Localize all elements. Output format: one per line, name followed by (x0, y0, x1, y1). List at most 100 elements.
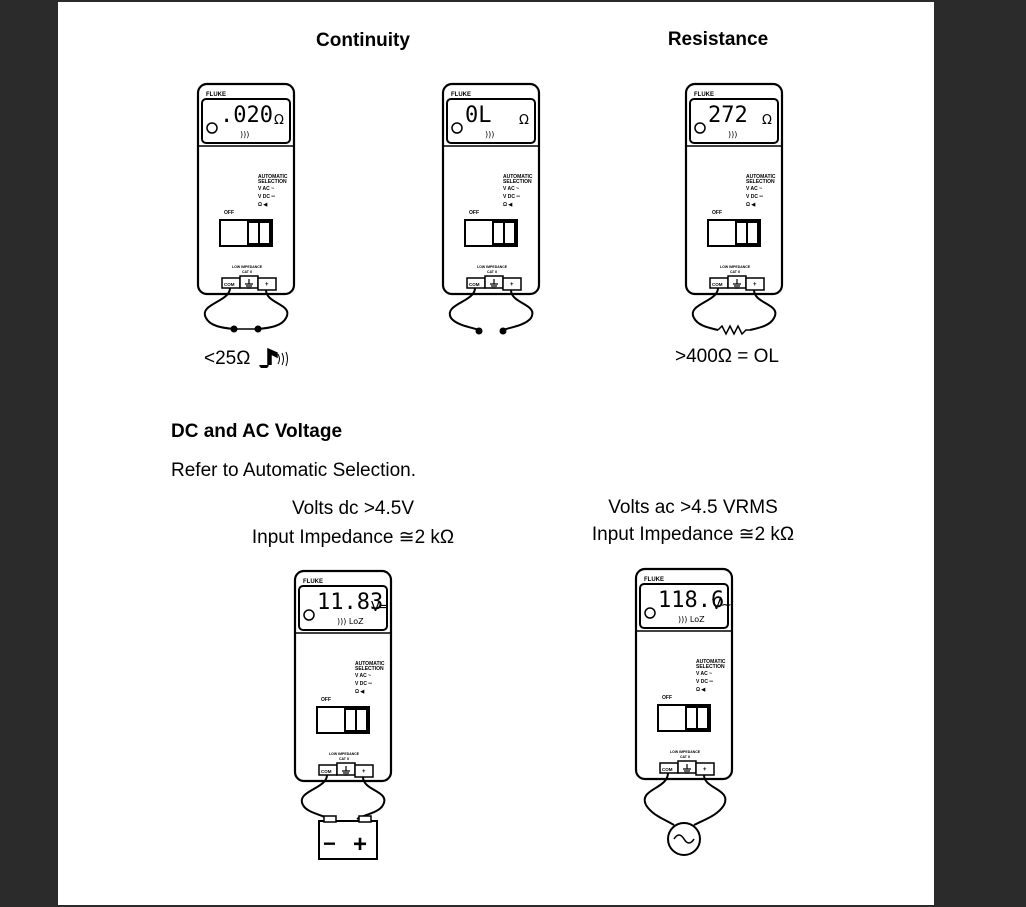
lcd-reading: 11.83 (317, 590, 383, 615)
test-leads (691, 287, 777, 331)
test-leads (448, 287, 534, 331)
beeper-icon (258, 347, 288, 369)
dc-spec-line2: Input Impedance ≅2 kΩ (251, 527, 455, 548)
lcd-sub: ))) (485, 130, 494, 139)
vac-label: V AC ~ (503, 186, 519, 192)
svg-text:+: + (753, 282, 757, 288)
svg-text:SELECTION: SELECTION (355, 666, 384, 672)
hazard-icon (303, 609, 315, 621)
off-label: OFF (469, 210, 479, 216)
svg-text:SELECTION: SELECTION (503, 179, 532, 185)
lcd-sub: ))) LoZ (337, 617, 364, 626)
lcd-display (298, 585, 388, 631)
lcd-display (689, 98, 779, 144)
svg-text:CAT II: CAT II (680, 755, 690, 759)
lcd-display (201, 98, 291, 144)
auto-selection-label: AUTOMATIC (355, 661, 385, 667)
auto-selection-label: AUTOMATIC (503, 174, 533, 180)
battery-minus: − (323, 831, 336, 856)
lcd-reading: .020 (220, 103, 273, 128)
off-label: OFF (321, 697, 331, 703)
svg-text:+: + (703, 767, 707, 773)
lcd-reading: 272 (708, 103, 748, 128)
low-impedance-label: LOW IMPEDANCE (670, 750, 701, 754)
low-impedance-label: LOW IMPEDANCE (232, 265, 263, 269)
brand-logo: FLUKE (206, 92, 226, 98)
svg-text:SELECTION: SELECTION (746, 179, 775, 185)
vac-label: V AC ~ (696, 671, 712, 677)
hazard-icon (206, 122, 218, 134)
low-impedance-label: LOW IMPEDANCE (477, 265, 508, 269)
svg-text:SELECTION: SELECTION (696, 664, 725, 670)
ac-spec-line1: Volts ac >4.5 VRMS (608, 497, 778, 518)
svg-text:SELECTION: SELECTION (258, 179, 287, 185)
ohm-label: Ω ◀ (503, 202, 512, 208)
svg-text:CAT II: CAT II (730, 270, 740, 274)
voltage-heading: DC and AC Voltage (171, 421, 343, 442)
resistance-title: Resistance (667, 29, 769, 50)
auto-selection-label: AUTOMATIC (746, 174, 776, 180)
vdc-label: V DC ═ (258, 194, 275, 200)
svg-text:CAT II: CAT II (242, 270, 252, 274)
svg-text:CAT II: CAT II (487, 270, 497, 274)
continuity-title: Continuity (316, 30, 410, 51)
vac-label: V AC ~ (355, 673, 371, 679)
vdc-label: V DC ═ (746, 194, 763, 200)
ohm-label: Ω ◀ (258, 202, 267, 208)
svg-text:+: + (362, 769, 366, 775)
off-label: OFF (224, 210, 234, 216)
brand-logo: FLUKE (451, 92, 471, 98)
low-impedance-label: LOW IMPEDANCE (329, 752, 360, 756)
lcd-display (446, 98, 536, 144)
lcd-sub: ))) LoZ (678, 615, 705, 624)
ohm-label: Ω ◀ (696, 687, 705, 693)
off-label: OFF (662, 695, 672, 701)
continuity-caption-text: <25Ω (204, 348, 251, 369)
low-impedance-label: LOW IMPEDANCE (720, 265, 751, 269)
brand-logo: FLUKE (694, 92, 714, 98)
dc-spec-line1: Volts dc >4.5V (292, 498, 414, 519)
svg-text:CAT II: CAT II (339, 757, 349, 761)
battery-icon (318, 820, 378, 860)
auto-selection-label: AUTOMATIC (696, 659, 726, 665)
voltage-note: Refer to Automatic Selection. (171, 460, 417, 481)
svg-text:COM: COM (321, 769, 332, 774)
svg-text:COM: COM (224, 282, 235, 287)
lcd-unit: Ω (762, 113, 772, 128)
ohm-label: Ω ◀ (746, 202, 755, 208)
lcd-sub: ))) (240, 130, 249, 139)
brand-logo: FLUKE (303, 579, 323, 585)
lcd-unit: Ω (274, 113, 284, 128)
svg-text:COM: COM (712, 282, 723, 287)
vdc-label: V DC ═ (503, 194, 520, 200)
svg-text:+: + (510, 282, 514, 288)
ohm-label: Ω ◀ (355, 689, 364, 695)
resistor-icon (717, 324, 750, 336)
test-leads (643, 772, 727, 826)
vac-label: V AC ~ (746, 186, 762, 192)
vac-label: V AC ~ (258, 186, 274, 192)
hazard-icon (451, 122, 463, 134)
hazard-icon (694, 122, 706, 134)
lcd-unit: Ω (519, 113, 529, 128)
brand-logo: FLUKE (644, 577, 664, 583)
test-leads (203, 287, 289, 330)
resistance-caption: >400Ω = OL (675, 346, 779, 367)
lcd-reading: 0L (465, 103, 492, 128)
hazard-icon (644, 607, 656, 619)
svg-text:+: + (265, 282, 269, 288)
ac-spec-line2: Input Impedance ≅2 kΩ (591, 524, 795, 545)
off-label: OFF (712, 210, 722, 216)
battery-plus: + (353, 831, 367, 858)
svg-text:COM: COM (662, 767, 673, 772)
auto-selection-label: AUTOMATIC (258, 174, 288, 180)
lcd-display (639, 583, 729, 629)
vdc-label: V DC ═ (696, 679, 713, 685)
lcd-unit: V═ (371, 600, 388, 615)
